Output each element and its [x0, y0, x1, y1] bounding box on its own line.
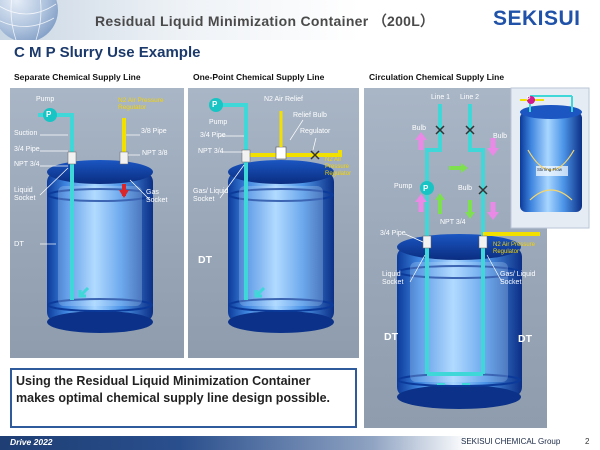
column-heading-circulation: Circulation Chemical Supply Line	[369, 72, 505, 82]
label-pipe-38: 3/8 Pipe	[141, 128, 167, 135]
circulation-inset	[510, 87, 590, 229]
label-pipe-34: 3/4 Pipe	[200, 132, 226, 139]
label-gas-liquid-socket: Gas/ Liquid Socket	[193, 188, 229, 204]
label-dt: DT	[198, 254, 212, 266]
header-band	[0, 0, 600, 40]
drum-separate	[47, 160, 153, 333]
label-n2-regulator: N2 Air Pressure Regulator	[118, 97, 164, 112]
column-heading-one-point: One-Point Chemical Supply Line	[193, 72, 325, 82]
note-text: Using the Residual Liquid Minimization C…	[16, 374, 330, 405]
label-liquid-socket: Liquid Socket	[382, 271, 404, 287]
pipes-circulation	[415, 104, 540, 385]
label-suction: Suction	[14, 130, 38, 137]
label-line-1: Line 1	[431, 94, 451, 101]
column-heading-separate: Separate Chemical Supply Line	[14, 72, 141, 82]
inset-pump-symbol: P	[527, 96, 531, 102]
label-gas-liquid-socket: Gas/ Liquid Socket	[500, 271, 536, 287]
pipes-separate	[38, 108, 129, 300]
label-bulb-2: Bulb	[493, 133, 508, 140]
globe-icon	[0, 0, 58, 40]
drum-one-point	[228, 160, 334, 333]
label-bulb-3: Bulb	[458, 185, 473, 192]
label-npt-38: NPT 3/8	[142, 150, 168, 157]
label-bulb-1: Bulb	[412, 125, 427, 132]
drum-circulation	[397, 234, 522, 409]
pipes-one-point	[209, 98, 342, 300]
label-n2-regulator: N2 Air Pressure Regulator	[325, 157, 352, 177]
label-pump: Pump	[209, 119, 228, 126]
note-box	[10, 368, 357, 428]
label-line-2: Line 2	[460, 94, 480, 101]
leader-lines	[39, 119, 503, 283]
page-title: Residual Liquid Minimization Container （…	[95, 13, 435, 29]
pump-symbol: P	[46, 110, 52, 119]
label-pump: Pump	[36, 96, 55, 103]
label-pipe-34: 3/4 Pipe	[380, 230, 406, 237]
label-npt-34: NPT 3/4	[440, 219, 466, 226]
footer-event: Drive 2022	[10, 437, 53, 447]
label-npt-34: NPT 3/4	[198, 148, 224, 155]
label-gas-socket: Gas Socket	[146, 189, 168, 205]
pump-symbol: P	[212, 100, 218, 109]
label-n2-relief: N2 Air Relief	[264, 96, 303, 103]
footer-bar	[0, 436, 600, 450]
label-relief-bulb: Relief Bulb	[293, 112, 327, 119]
label-npt-34: NPT 3/4	[14, 161, 40, 168]
sekisui-logo: SEKISUI	[493, 7, 581, 30]
label-dt: DT	[14, 239, 24, 248]
label-dt-right: DT	[518, 333, 532, 345]
inset-stirring-flow: Stirring Flow	[537, 167, 563, 172]
page-number: 2	[585, 437, 590, 446]
label-pump: Pump	[394, 183, 413, 190]
label-pipe-34: 3/4 Pipe	[14, 146, 40, 153]
section-title: C M P Slurry Use Example	[14, 44, 201, 61]
label-regulator: Regulator	[300, 128, 331, 135]
label-liquid-socket: Liquid Socket	[14, 187, 36, 203]
label-dt-left: DT	[384, 331, 398, 343]
footer-company: SEKISUI CHEMICAL Group	[461, 437, 561, 446]
pump-symbol: P	[423, 184, 429, 193]
label-n2-regulator: N2 Air Pressure Regulator	[493, 242, 536, 255]
